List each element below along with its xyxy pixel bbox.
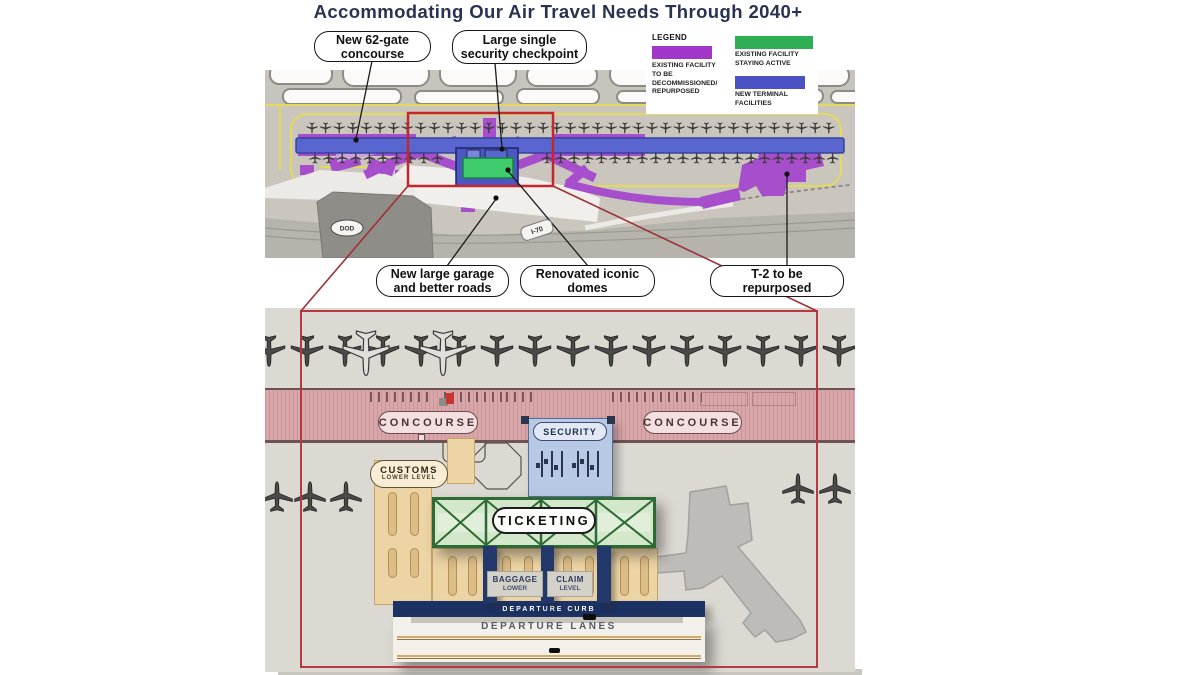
zoom-source-box	[406, 111, 555, 188]
customs-connector	[447, 438, 475, 484]
legend-label-new-terminal: NEW TERMINAL FACILITIES	[735, 91, 788, 107]
security-lanes-icon	[536, 451, 599, 477]
window-slot	[468, 556, 477, 596]
customs-label: CUSTOMS LOWER LEVEL	[370, 460, 448, 488]
band-node	[418, 434, 425, 441]
legend-swatch-active	[735, 36, 813, 49]
customs-sublabel-text: LOWER LEVEL	[381, 475, 437, 482]
legend-swatch-new-terminal	[735, 76, 805, 89]
window-slot	[448, 556, 457, 596]
window-slot	[620, 556, 629, 596]
window-slot	[640, 556, 649, 596]
window-slot	[410, 548, 419, 578]
airplane-icon	[822, 334, 855, 368]
lane-stripe	[397, 636, 701, 638]
dod-label: DOD	[340, 226, 355, 233]
customs-label-text: CUSTOMS	[380, 464, 438, 476]
concourse-band	[265, 388, 855, 443]
gate-ticks	[370, 392, 434, 402]
band-structure-outline	[752, 392, 796, 406]
gate-ticks	[612, 392, 704, 402]
airplane-icon	[265, 334, 286, 368]
vehicle-icon	[583, 614, 596, 620]
departure-curb: DEPARTURE CURB	[393, 601, 705, 617]
lane-stripe	[397, 658, 701, 659]
lane-stripe	[397, 655, 701, 657]
legend-label-active: EXISTING FACILITY STAYING ACTIVE	[735, 51, 799, 67]
callout-security-checkpoint: Large single security checkpoint	[452, 30, 587, 64]
window-slot	[410, 492, 419, 536]
gate-ticks	[506, 392, 536, 402]
security-label: SECURITY	[533, 422, 607, 441]
legend-heading: LEGEND	[652, 33, 688, 42]
concourse-label-left: CONCOURSE	[378, 411, 478, 434]
band-marker-red	[446, 393, 454, 404]
vehicle-icon	[549, 648, 560, 653]
claim-sublabel-text: LEVEL	[559, 584, 581, 592]
band-structure-outline	[700, 392, 748, 406]
window-slot	[388, 492, 397, 536]
security-corner-node	[607, 416, 615, 424]
band-marker	[439, 398, 448, 406]
bottom-strip	[278, 669, 862, 675]
zoom-target-box	[300, 310, 818, 668]
window-slot	[388, 548, 397, 578]
callout-new-concourse: New 62-gate concourse	[314, 31, 431, 62]
security-corner-node	[521, 416, 529, 424]
baggage-sublabel-text: LOWER	[502, 584, 528, 592]
connector-bar	[597, 546, 611, 603]
ticketing-label: TICKETING	[492, 507, 596, 534]
gate-ticks	[444, 392, 502, 402]
callout-domes: Renovated iconic domes	[520, 265, 655, 297]
iconic-domes-block	[462, 157, 514, 179]
legend-label-decommissioned: EXISTING FACILITY TO BE DECOMMISSIONED/ …	[652, 62, 718, 96]
lane-stripe	[397, 639, 701, 640]
new-concourse-bar	[295, 137, 845, 154]
claim-label-text: CLAIM	[556, 575, 584, 585]
concourse-label-right: CONCOURSE	[643, 411, 742, 434]
sidewalk-strip	[411, 617, 683, 623]
callout-t2: T-2 to be repurposed	[710, 265, 844, 297]
legend-swatch-decommissioned	[652, 46, 712, 59]
airplane-icon	[819, 472, 851, 505]
claim-label: CLAIM LEVEL	[547, 571, 593, 597]
airplane-icon	[265, 480, 293, 513]
departure-lanes-label: DEPARTURE LANES	[481, 621, 617, 632]
baggage-label-text: BAGGAGE	[492, 575, 538, 585]
baggage-label: BAGGAGE LOWER	[487, 571, 543, 597]
legend: LEGEND EXISTING FACILITY TO BE DECOMMISS…	[646, 28, 818, 114]
callout-garage: New large garage and better roads	[376, 265, 509, 297]
page-title: Accommodating Our Air Travel Needs Throu…	[313, 1, 803, 22]
